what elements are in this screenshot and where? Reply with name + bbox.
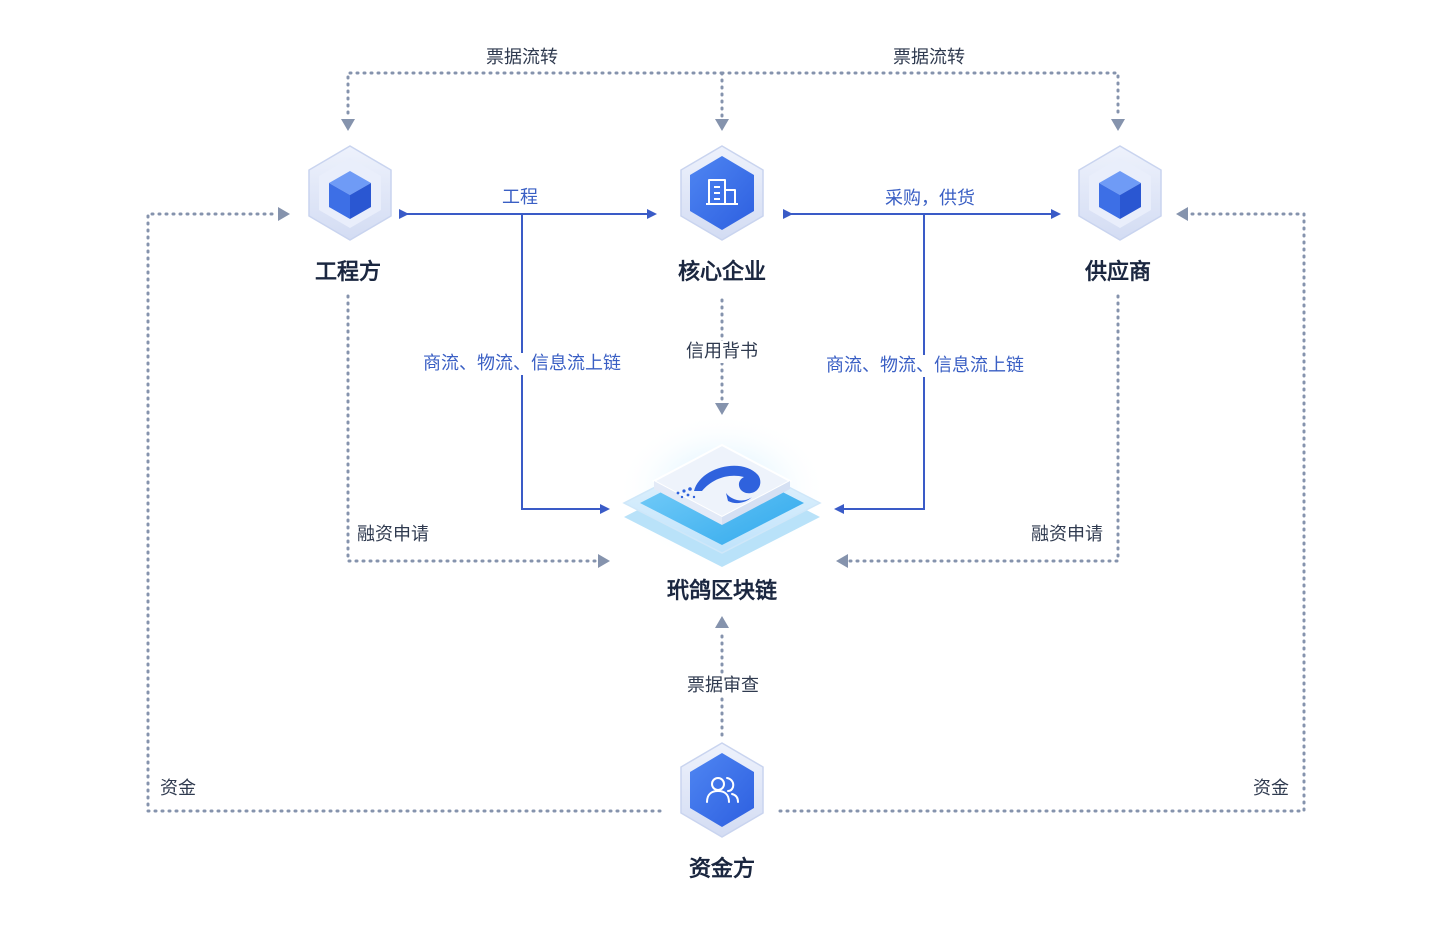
arrowhead [836, 554, 848, 568]
cube-icon [329, 171, 371, 219]
finance-apply-left-line [346, 294, 600, 563]
arrowhead [715, 403, 729, 415]
chain-flow-right-line [834, 214, 925, 514]
core-node-title: 核心企业 [677, 260, 767, 285]
blockchain-wave-icon [676, 465, 761, 504]
arrowhead [341, 119, 355, 131]
arrowhead [715, 616, 729, 628]
ticket-review-label: 票据审查 [685, 675, 761, 697]
funds-left-line [146, 212, 662, 813]
purchase-supply-edge-label: 采购，供货 [885, 188, 975, 209]
arrowhead [1176, 207, 1188, 221]
arrowhead [1111, 119, 1125, 131]
engineering-edge-label: 工程 [502, 187, 538, 208]
funder-node-title: 资金方 [688, 857, 756, 882]
arrowhead [715, 119, 729, 131]
chain-flow-left-label: 商流、物流、信息流上链 [421, 353, 623, 375]
funds-right-label: 资金 [1253, 778, 1289, 799]
funder-node-icon [680, 742, 764, 838]
funds-left-label: 资金 [160, 778, 196, 799]
blockchain-node-title: 玳鸽区块链 [666, 579, 778, 604]
credit-endorse-label: 信用背书 [684, 341, 760, 363]
engineering-node-title: 工程方 [314, 260, 382, 285]
ticket-flow-left-line [346, 71, 724, 120]
core-node-icon [680, 145, 764, 241]
finance-apply-right-line [846, 294, 1120, 563]
finance-apply-left-label: 融资申请 [357, 524, 429, 545]
finance-apply-right-label: 融资申请 [1031, 524, 1103, 545]
chain-flow-right-label: 商流、物流、信息流上链 [824, 355, 1026, 377]
arrowhead [278, 207, 290, 221]
blockchain-platform-icon [617, 414, 827, 567]
engineering-node-icon [308, 145, 392, 241]
ticket-flow-right-label: 票据流转 [893, 47, 965, 68]
supplier-node-title: 供应商 [1084, 260, 1152, 285]
chain-flow-left-line [521, 214, 610, 514]
building-icon [706, 179, 738, 205]
arrowhead [598, 554, 610, 568]
ticket-flow-left-label: 票据流转 [486, 47, 558, 68]
users-icon [706, 777, 739, 803]
cube-icon [1099, 171, 1141, 219]
supplier-node-icon [1078, 145, 1162, 241]
funds-right-line [778, 212, 1306, 813]
ticket-flow-right-line [720, 71, 1120, 120]
